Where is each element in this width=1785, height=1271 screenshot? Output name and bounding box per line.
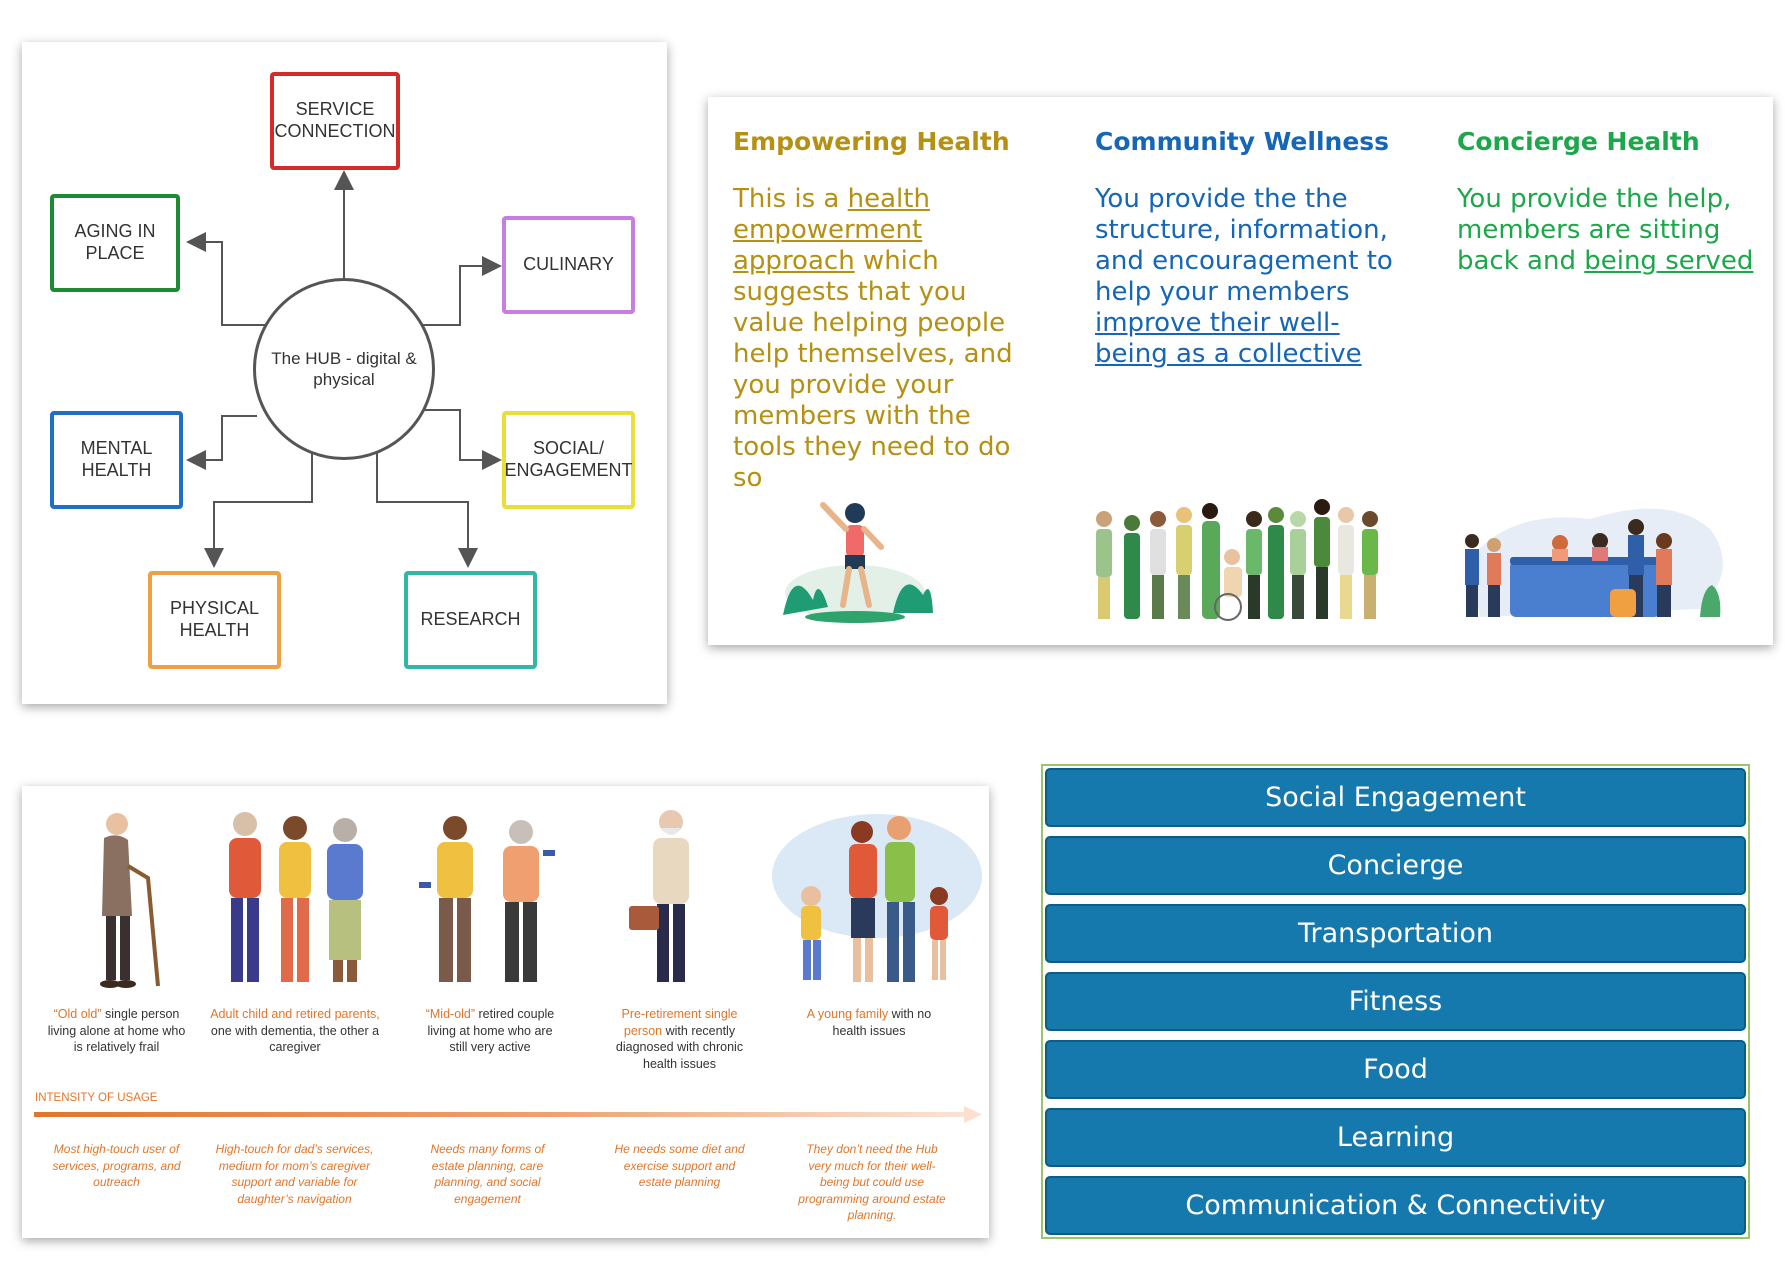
old-old-person-illustration bbox=[100, 813, 160, 988]
adult-child-and-parents-illustration bbox=[229, 812, 363, 982]
concierge-health-title: Concierge Health bbox=[1457, 127, 1700, 156]
empowering-health-text: This is a health empowerment approach wh… bbox=[733, 184, 1013, 493]
service-transportation: Transportation bbox=[1045, 904, 1746, 963]
community-group-illustration bbox=[1096, 499, 1378, 621]
service-fitness: Fitness bbox=[1045, 972, 1746, 1031]
hub-connectors bbox=[186, 170, 502, 568]
service-food: Food bbox=[1045, 1040, 1746, 1099]
service-connection-box: SERVICE CONNECTION bbox=[270, 72, 400, 170]
persona-caption-1: “Old old” single person living alone at … bbox=[47, 1007, 186, 1054]
connector-research bbox=[376, 450, 478, 568]
persona-need-4: He needs some diet and exercise support … bbox=[614, 1142, 745, 1189]
stretching-woman-illustration bbox=[783, 502, 933, 623]
persona-caption-3: “Mid-old” retired couple living at home … bbox=[425, 1007, 555, 1054]
service-communication-connectivity: Communication & Connectivity bbox=[1045, 1176, 1746, 1235]
physical-health-box: PHYSICAL HEALTH bbox=[148, 571, 281, 669]
young-family-illustration bbox=[772, 814, 982, 982]
services-list-panel: Social Engagement Concierge Transportati… bbox=[1041, 764, 1750, 1239]
persona-need-3: Needs many forms of estate planning, car… bbox=[430, 1142, 545, 1206]
aging-in-place-box: AGING IN PLACE bbox=[50, 194, 180, 292]
concierge-desk-illustration bbox=[1465, 508, 1723, 617]
connector-physical bbox=[204, 450, 313, 568]
persona-caption-4: Pre-retirement single person with recent… bbox=[615, 1007, 744, 1071]
service-concierge: Concierge bbox=[1045, 836, 1746, 895]
empowering-health-column: Empowering Health This is a health empow… bbox=[733, 127, 1023, 494]
concierge-health-link[interactable]: being served bbox=[1584, 246, 1754, 276]
community-wellness-link[interactable]: improve their well-being as a collective bbox=[1095, 308, 1362, 369]
culinary-box: CULINARY bbox=[502, 216, 635, 314]
persona-need-1: Most high-touch user of services, progra… bbox=[52, 1142, 181, 1189]
mental-health-box: MENTAL HEALTH bbox=[50, 411, 183, 509]
community-wellness-text: You provide the the structure, informati… bbox=[1095, 184, 1393, 369]
persona-need-5: They don’t need the Hub very much for th… bbox=[798, 1142, 946, 1222]
intensity-arrow bbox=[34, 1106, 982, 1123]
hub-center-node: The HUB - digital & physical bbox=[253, 278, 435, 460]
service-social-engagement: Social Engagement bbox=[1045, 768, 1746, 827]
social-engagement-box: SOCIAL/ ENGAGEMENT bbox=[502, 411, 635, 509]
connector-culinary bbox=[422, 256, 502, 326]
community-wellness-column: Community Wellness You provide the the s… bbox=[1095, 127, 1395, 370]
connector-mental bbox=[186, 415, 257, 470]
empowering-health-title: Empowering Health bbox=[733, 127, 1010, 156]
hub-diagram-panel: The HUB - digital & physical SERVICE CON… bbox=[22, 42, 667, 704]
empowering-health-link[interactable]: health empowerment approach bbox=[733, 184, 930, 276]
mid-old-couple-illustration bbox=[419, 816, 555, 982]
persona-caption-5: A young family with no health issues bbox=[806, 1007, 932, 1038]
research-box: RESEARCH bbox=[404, 571, 537, 669]
intensity-of-usage-label: INTENSITY OF USAGE bbox=[35, 1092, 158, 1104]
health-models-panel: Empowering Health This is a health empow… bbox=[708, 97, 1773, 645]
community-wellness-title: Community Wellness bbox=[1095, 127, 1390, 156]
concierge-health-column: Concierge Health You provide the help, m… bbox=[1457, 127, 1762, 277]
pre-retirement-person-illustration bbox=[629, 810, 689, 982]
service-learning: Learning bbox=[1045, 1108, 1746, 1167]
personas-panel: “Old old” single person living alone at … bbox=[22, 786, 989, 1238]
persona-need-2: High-touch for dad’s services, medium fo… bbox=[215, 1142, 374, 1206]
persona-caption-2: Adult child and retired parents, one wit… bbox=[210, 1007, 380, 1054]
connector-social bbox=[422, 409, 502, 470]
concierge-health-text: You provide the help, members are sittin… bbox=[1457, 184, 1754, 276]
connector-aging bbox=[186, 232, 269, 326]
